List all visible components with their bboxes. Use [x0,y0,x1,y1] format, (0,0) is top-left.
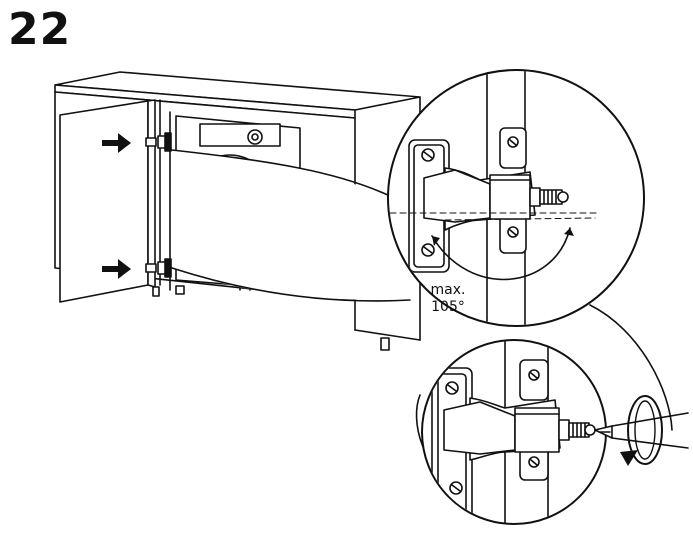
right-pointing-arrow-icon [102,259,131,279]
screwdriver-icon [595,413,688,448]
step-number: 22 [8,4,72,55]
right-pointing-arrow-icon [102,133,131,153]
clockwise-rotation-icon [620,396,662,466]
door-hinge-lower [146,259,171,277]
opening-angle-arc [432,228,570,279]
angle-label-line1: max. [430,282,466,298]
door-hinge-upper [146,133,171,151]
hinge-adjust-detail [422,330,606,530]
hinge-detail-zoom [380,60,644,340]
max-opening-angle-label: max. 105° [426,282,470,316]
angle-label-line2: 105° [431,299,465,315]
